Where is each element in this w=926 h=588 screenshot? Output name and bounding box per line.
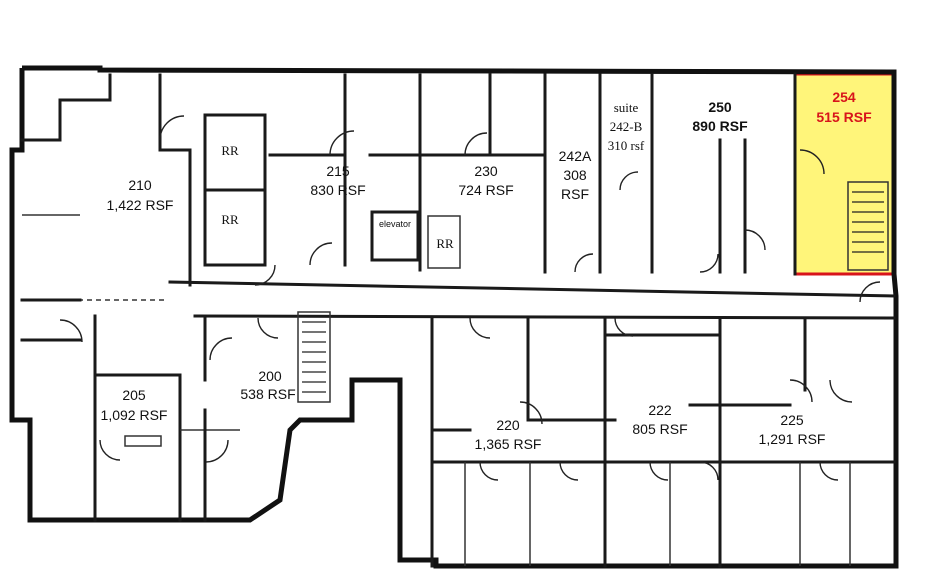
outer-walls <box>9 65 899 569</box>
restroom-label-1: RR <box>221 143 239 158</box>
restroom-label-2: RR <box>221 212 239 227</box>
south-rooms <box>20 311 896 568</box>
unit-225-number: 225 <box>780 412 804 428</box>
door-swings <box>59 115 881 481</box>
stair-center <box>302 321 326 393</box>
unit-222-area: 805 RSF <box>632 421 687 437</box>
unit-200-area: 538 RSF <box>240 386 295 402</box>
unit-242b-area: 242-B <box>610 119 643 134</box>
unit-250-number: 250 <box>708 99 732 115</box>
unit-250-area: 890 RSF <box>692 118 748 134</box>
unit-242a-number: 242A <box>559 148 592 164</box>
unit-254-number: 254 <box>832 89 856 105</box>
north-rooms <box>20 72 889 302</box>
unit-220-number: 220 <box>496 417 520 433</box>
unit-205-number: 205 <box>122 387 146 403</box>
unit-254-area: 515 RSF <box>816 109 872 125</box>
unit-215-number: 215 <box>326 163 350 179</box>
unit-242b-number: suite <box>614 100 639 115</box>
restroom-label-3: RR <box>436 236 454 251</box>
unit-labels: 210 1,422 RSF 215 830 RSF 230 724 RSF 24… <box>101 89 873 452</box>
unit-220-area: 1,365 RSF <box>475 436 542 452</box>
elevator-label: elevator <box>379 219 411 229</box>
unit-215-area: 830 RSF <box>310 182 365 198</box>
unit-242b-extra: 310 rsf <box>608 138 645 153</box>
unit-242a-area: 308 <box>563 167 587 183</box>
unit-230-area: 724 RSF <box>458 182 513 198</box>
unit-200-number: 200 <box>258 368 282 384</box>
stair-254 <box>852 191 884 253</box>
unit-210-area: 1,422 RSF <box>107 197 174 213</box>
unit-210-number: 210 <box>128 177 152 193</box>
unit-225-area: 1,291 RSF <box>759 431 826 447</box>
corridor-walls <box>78 280 896 320</box>
unit-222-number: 222 <box>648 402 672 418</box>
unit-230-number: 230 <box>474 163 498 179</box>
suite-254-highlight[interactable] <box>793 72 896 276</box>
unit-205-area: 1,092 RSF <box>101 407 168 423</box>
unit-242a-extra: RSF <box>561 186 589 202</box>
